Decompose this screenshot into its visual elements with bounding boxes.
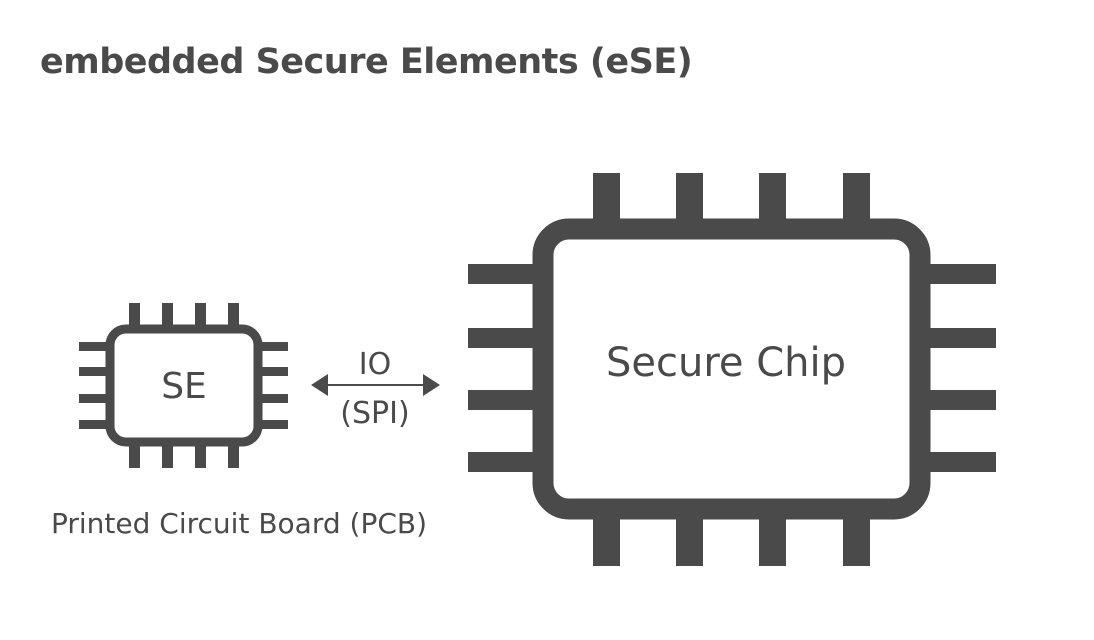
secure-chip-label: Secure Chip (606, 340, 846, 386)
spi-label: (SPI) (340, 396, 409, 431)
io-connection: IO (SPI) (311, 347, 440, 431)
se-chip-label: SE (161, 366, 207, 407)
secure-chip: Secure Chip (468, 173, 996, 566)
secure-chip-body (532, 218, 931, 520)
pcb-caption: Printed Circuit Board (PCB) (51, 507, 427, 540)
diagram-title: embedded Secure Elements (eSE) (40, 42, 693, 82)
se-chip-pins (79, 303, 288, 468)
arrow-right-head-icon (423, 374, 440, 396)
secure-chip-pins (468, 173, 996, 566)
arrow-left-head-icon (311, 374, 328, 396)
io-label: IO (359, 347, 391, 382)
se-chip: SE (79, 303, 288, 468)
se-chip-body (105, 324, 263, 447)
